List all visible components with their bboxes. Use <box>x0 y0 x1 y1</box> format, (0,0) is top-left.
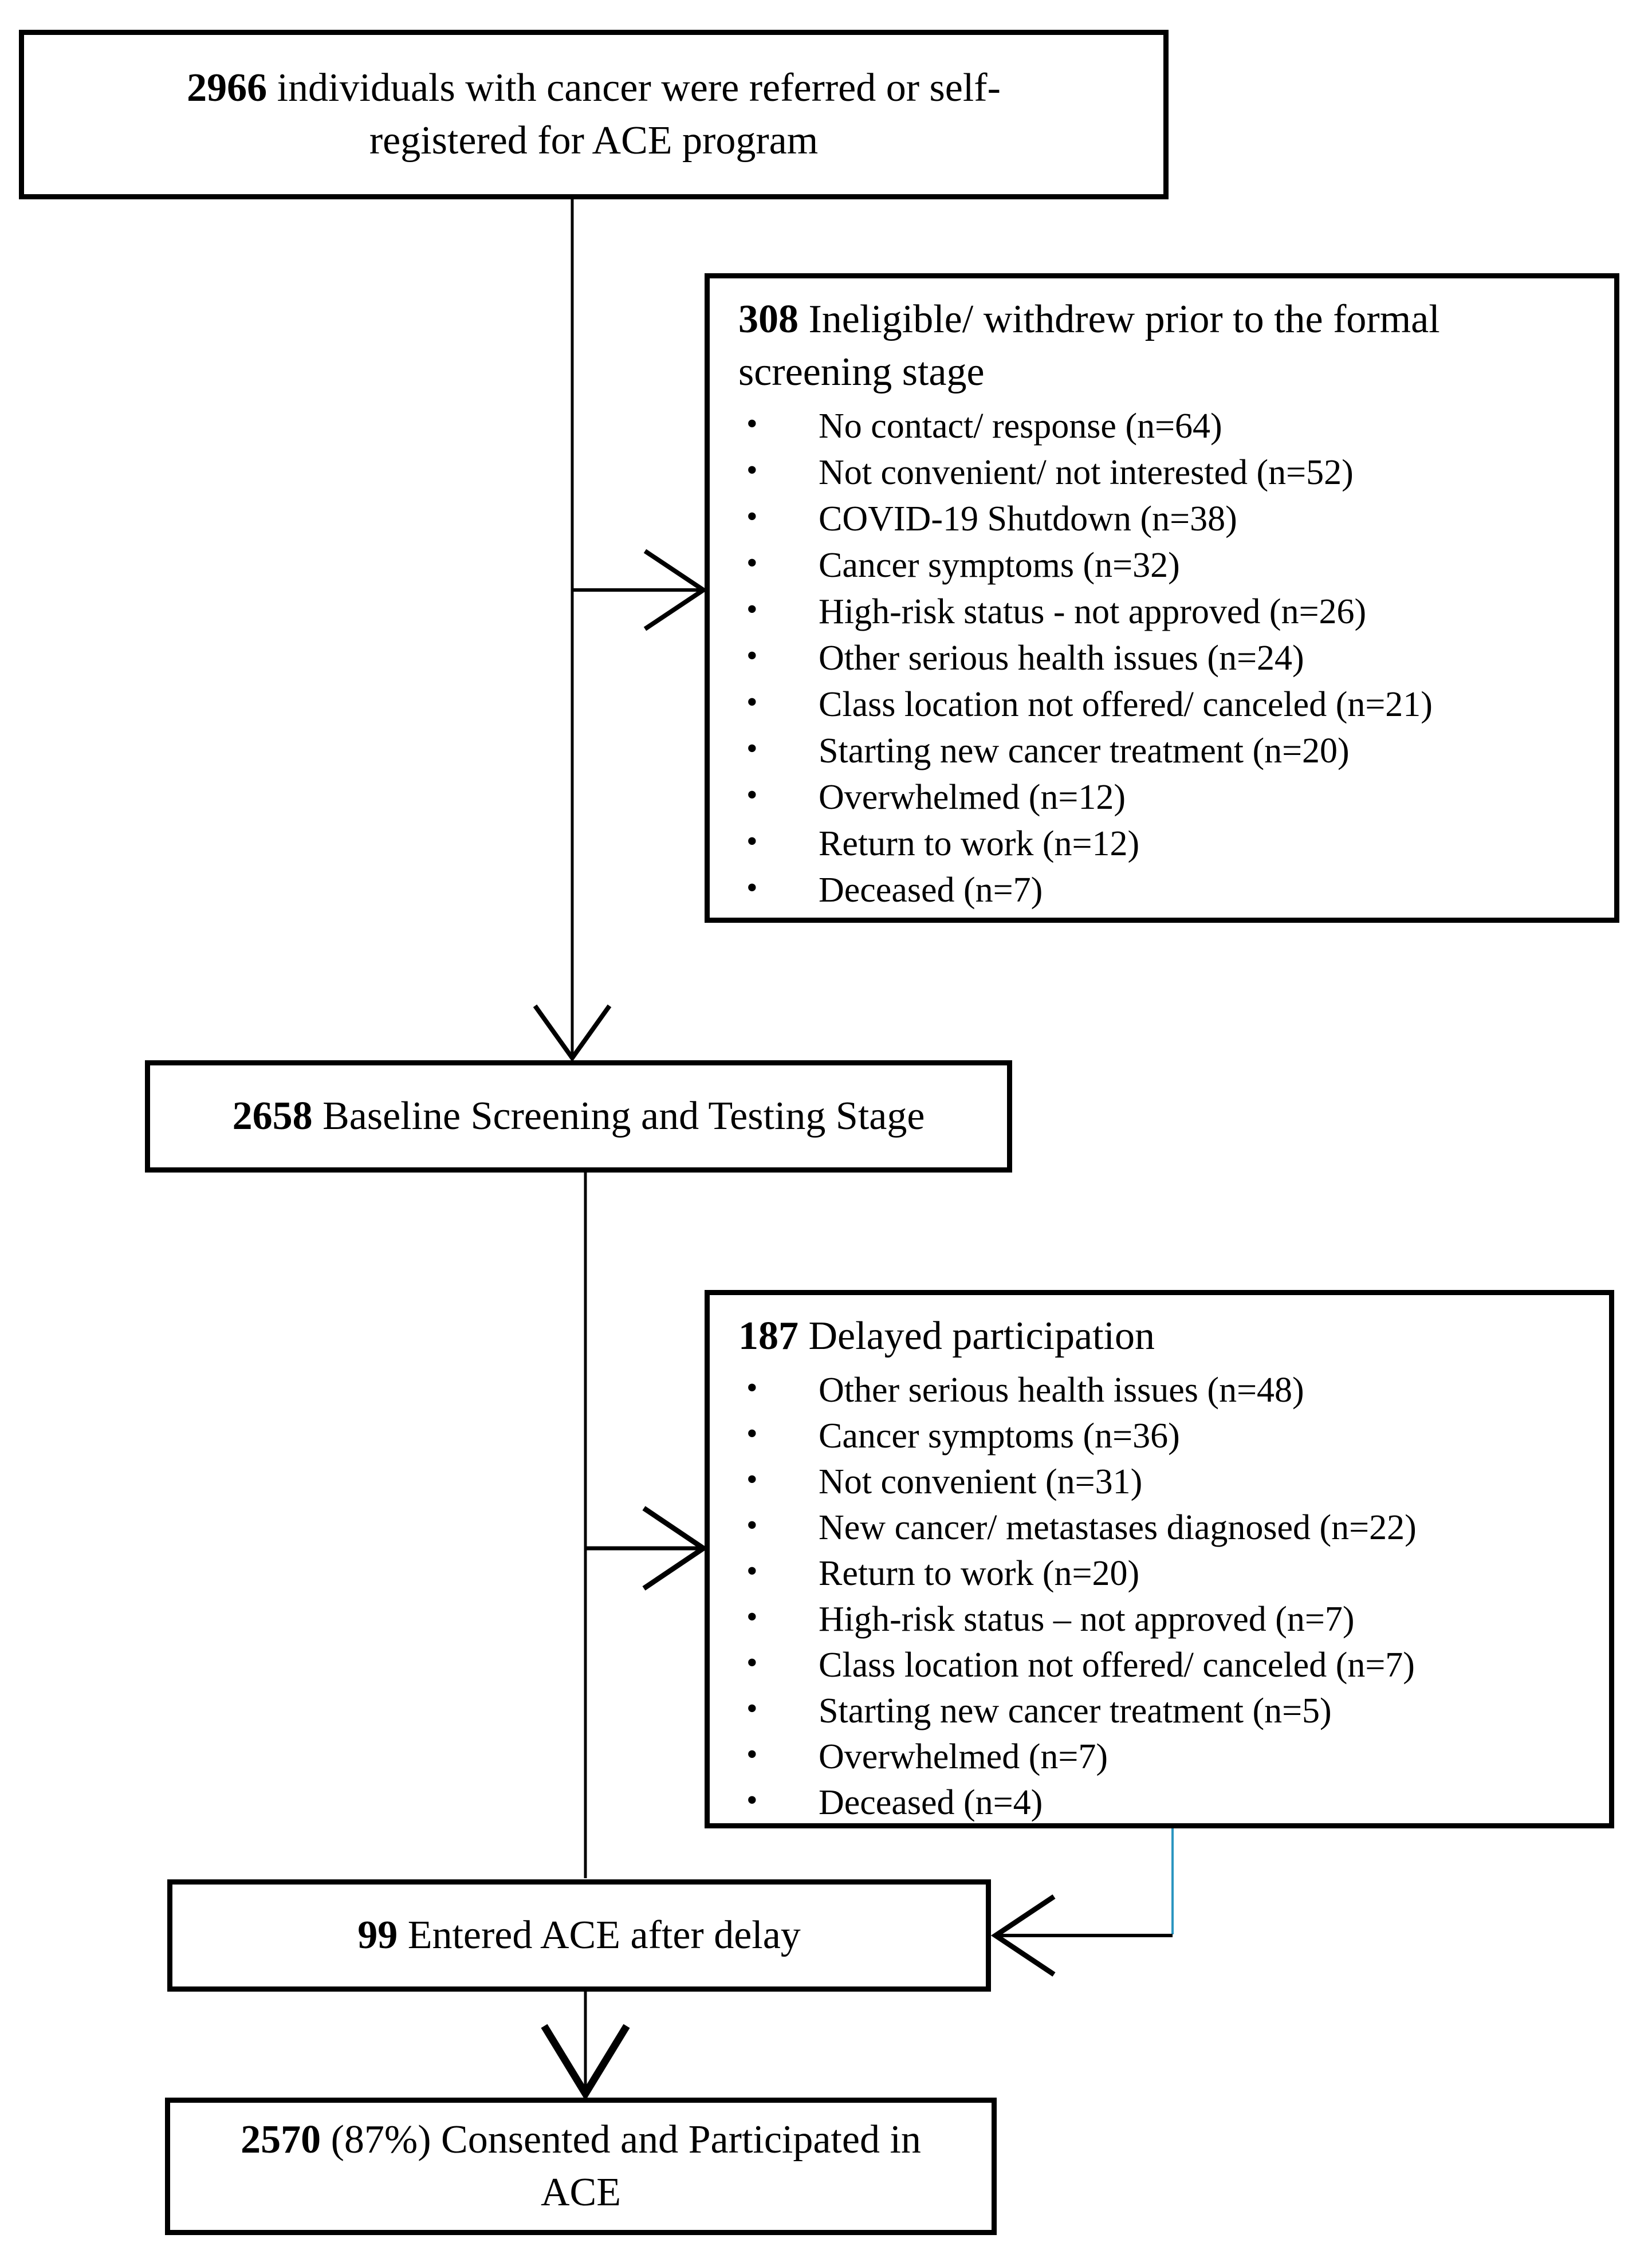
list-item: •Other serious health issues (n=24) <box>738 635 1597 682</box>
box-baseline-text: 2658 Baseline Screening and Testing Stag… <box>233 1090 925 1143</box>
list-item: •Class location not offered/ canceled (n… <box>738 682 1597 728</box>
bullet-icon: • <box>746 499 758 534</box>
bullet-icon: • <box>746 1737 758 1772</box>
list-item: •COVID-19 Shutdown (n=38) <box>738 496 1597 542</box>
list-item: •Deceased (n=4) <box>738 1780 1592 1826</box>
list-item: •Cancer symptoms (n=32) <box>738 542 1597 589</box>
list-item: •Starting new cancer treatment (n=5) <box>738 1688 1592 1734</box>
list-item: •Starting new cancer treatment (n=20) <box>738 728 1597 774</box>
ineligible-label: Ineligible/ withdrew prior to the formal… <box>738 297 1440 394</box>
bullet-icon: • <box>746 870 758 906</box>
list-item: •No contact/ response (n=64) <box>738 403 1597 450</box>
bullet-icon: • <box>746 824 758 859</box>
box-referred-text: 2966 individuals with cancer were referr… <box>124 62 1064 167</box>
bullet-icon: • <box>746 453 758 488</box>
list-item: •Deceased (n=7) <box>738 867 1597 914</box>
referred-label: individuals with cancer were referred or… <box>277 66 1001 163</box>
bullet-icon: • <box>746 638 758 674</box>
bullet-icon: • <box>746 1645 758 1681</box>
bullet-icon: • <box>746 1783 758 1818</box>
arrowhead-into-consented <box>541 2024 630 2101</box>
list-item: •Not convenient (n=31) <box>738 1459 1592 1505</box>
box-referred: 2966 individuals with cancer were referr… <box>19 30 1169 199</box>
box-baseline: 2658 Baseline Screening and Testing Stag… <box>145 1060 1012 1173</box>
list-item: •New cancer/ metastases diagnosed (n=22) <box>738 1505 1592 1551</box>
bullet-icon: • <box>746 1691 758 1726</box>
box-delayed-title: 187 Delayed participation <box>738 1310 1592 1363</box>
list-item: •Overwhelmed (n=12) <box>738 774 1597 821</box>
consented-count: 2570 <box>241 2118 321 2162</box>
baseline-label: Baseline Screening and Testing Stage <box>322 1094 925 1138</box>
list-item: •High-risk status - not approved (n=26) <box>738 589 1597 635</box>
bullet-icon: • <box>746 1416 758 1451</box>
box-ineligible-title: 308 Ineligible/ withdrew prior to the fo… <box>738 293 1586 399</box>
arrowhead-into-baseline <box>533 1004 612 1062</box>
box-entered-after-delay: 99 Entered ACE after delay <box>167 1879 991 1992</box>
entered-label: Entered ACE after delay <box>407 1913 801 1957</box>
bullet-icon: • <box>746 592 758 627</box>
delayed-reason-list: •Other serious health issues (n=48) •Can… <box>738 1367 1592 1826</box>
bullet-icon: • <box>746 406 758 442</box>
ineligible-reason-list: •No contact/ response (n=64) •Not conven… <box>738 403 1597 914</box>
ineligible-count: 308 <box>738 297 799 341</box>
list-item: •Return to work (n=12) <box>738 821 1597 867</box>
list-item: •Return to work (n=20) <box>738 1551 1592 1596</box>
bullet-icon: • <box>746 1462 758 1497</box>
bullet-icon: • <box>746 545 758 581</box>
bullet-icon: • <box>746 1370 758 1406</box>
list-item: •Other serious health issues (n=48) <box>738 1367 1592 1413</box>
consented-label: (87%) Consented and Participated in ACE <box>331 2118 921 2214</box>
box-ineligible: 308 Ineligible/ withdrew prior to the fo… <box>705 273 1619 923</box>
arrowhead-into-delayed <box>642 1506 709 1591</box>
bullet-icon: • <box>746 1508 758 1543</box>
referred-count: 2966 <box>187 66 268 110</box>
bullet-icon: • <box>746 684 758 720</box>
arrowhead-into-ineligible <box>643 549 708 631</box>
delayed-label: Delayed participation <box>808 1314 1155 1358</box>
bullet-icon: • <box>746 1599 758 1635</box>
box-consented-text: 2570 (87%) Consented and Participated in… <box>214 2114 947 2219</box>
box-delayed: 187 Delayed participation •Other serious… <box>705 1290 1614 1828</box>
bullet-icon: • <box>746 731 758 766</box>
list-item: •Class location not offered/ canceled (n… <box>738 1642 1592 1688</box>
list-item: •Cancer symptoms (n=36) <box>738 1413 1592 1459</box>
bullet-icon: • <box>746 777 758 813</box>
list-item: •Overwhelmed (n=7) <box>738 1734 1592 1780</box>
list-item: •High-risk status – not approved (n=7) <box>738 1596 1592 1642</box>
box-entered-text: 99 Entered ACE after delay <box>357 1909 801 1962</box>
baseline-count: 2658 <box>232 1094 313 1138</box>
arrowhead-into-entered <box>990 1894 1056 1977</box>
box-consented: 2570 (87%) Consented and Participated in… <box>165 2098 997 2235</box>
delayed-count: 187 <box>738 1314 799 1358</box>
list-item: •Not convenient/ not interested (n=52) <box>738 450 1597 496</box>
bullet-icon: • <box>746 1553 758 1589</box>
entered-count: 99 <box>357 1913 398 1957</box>
